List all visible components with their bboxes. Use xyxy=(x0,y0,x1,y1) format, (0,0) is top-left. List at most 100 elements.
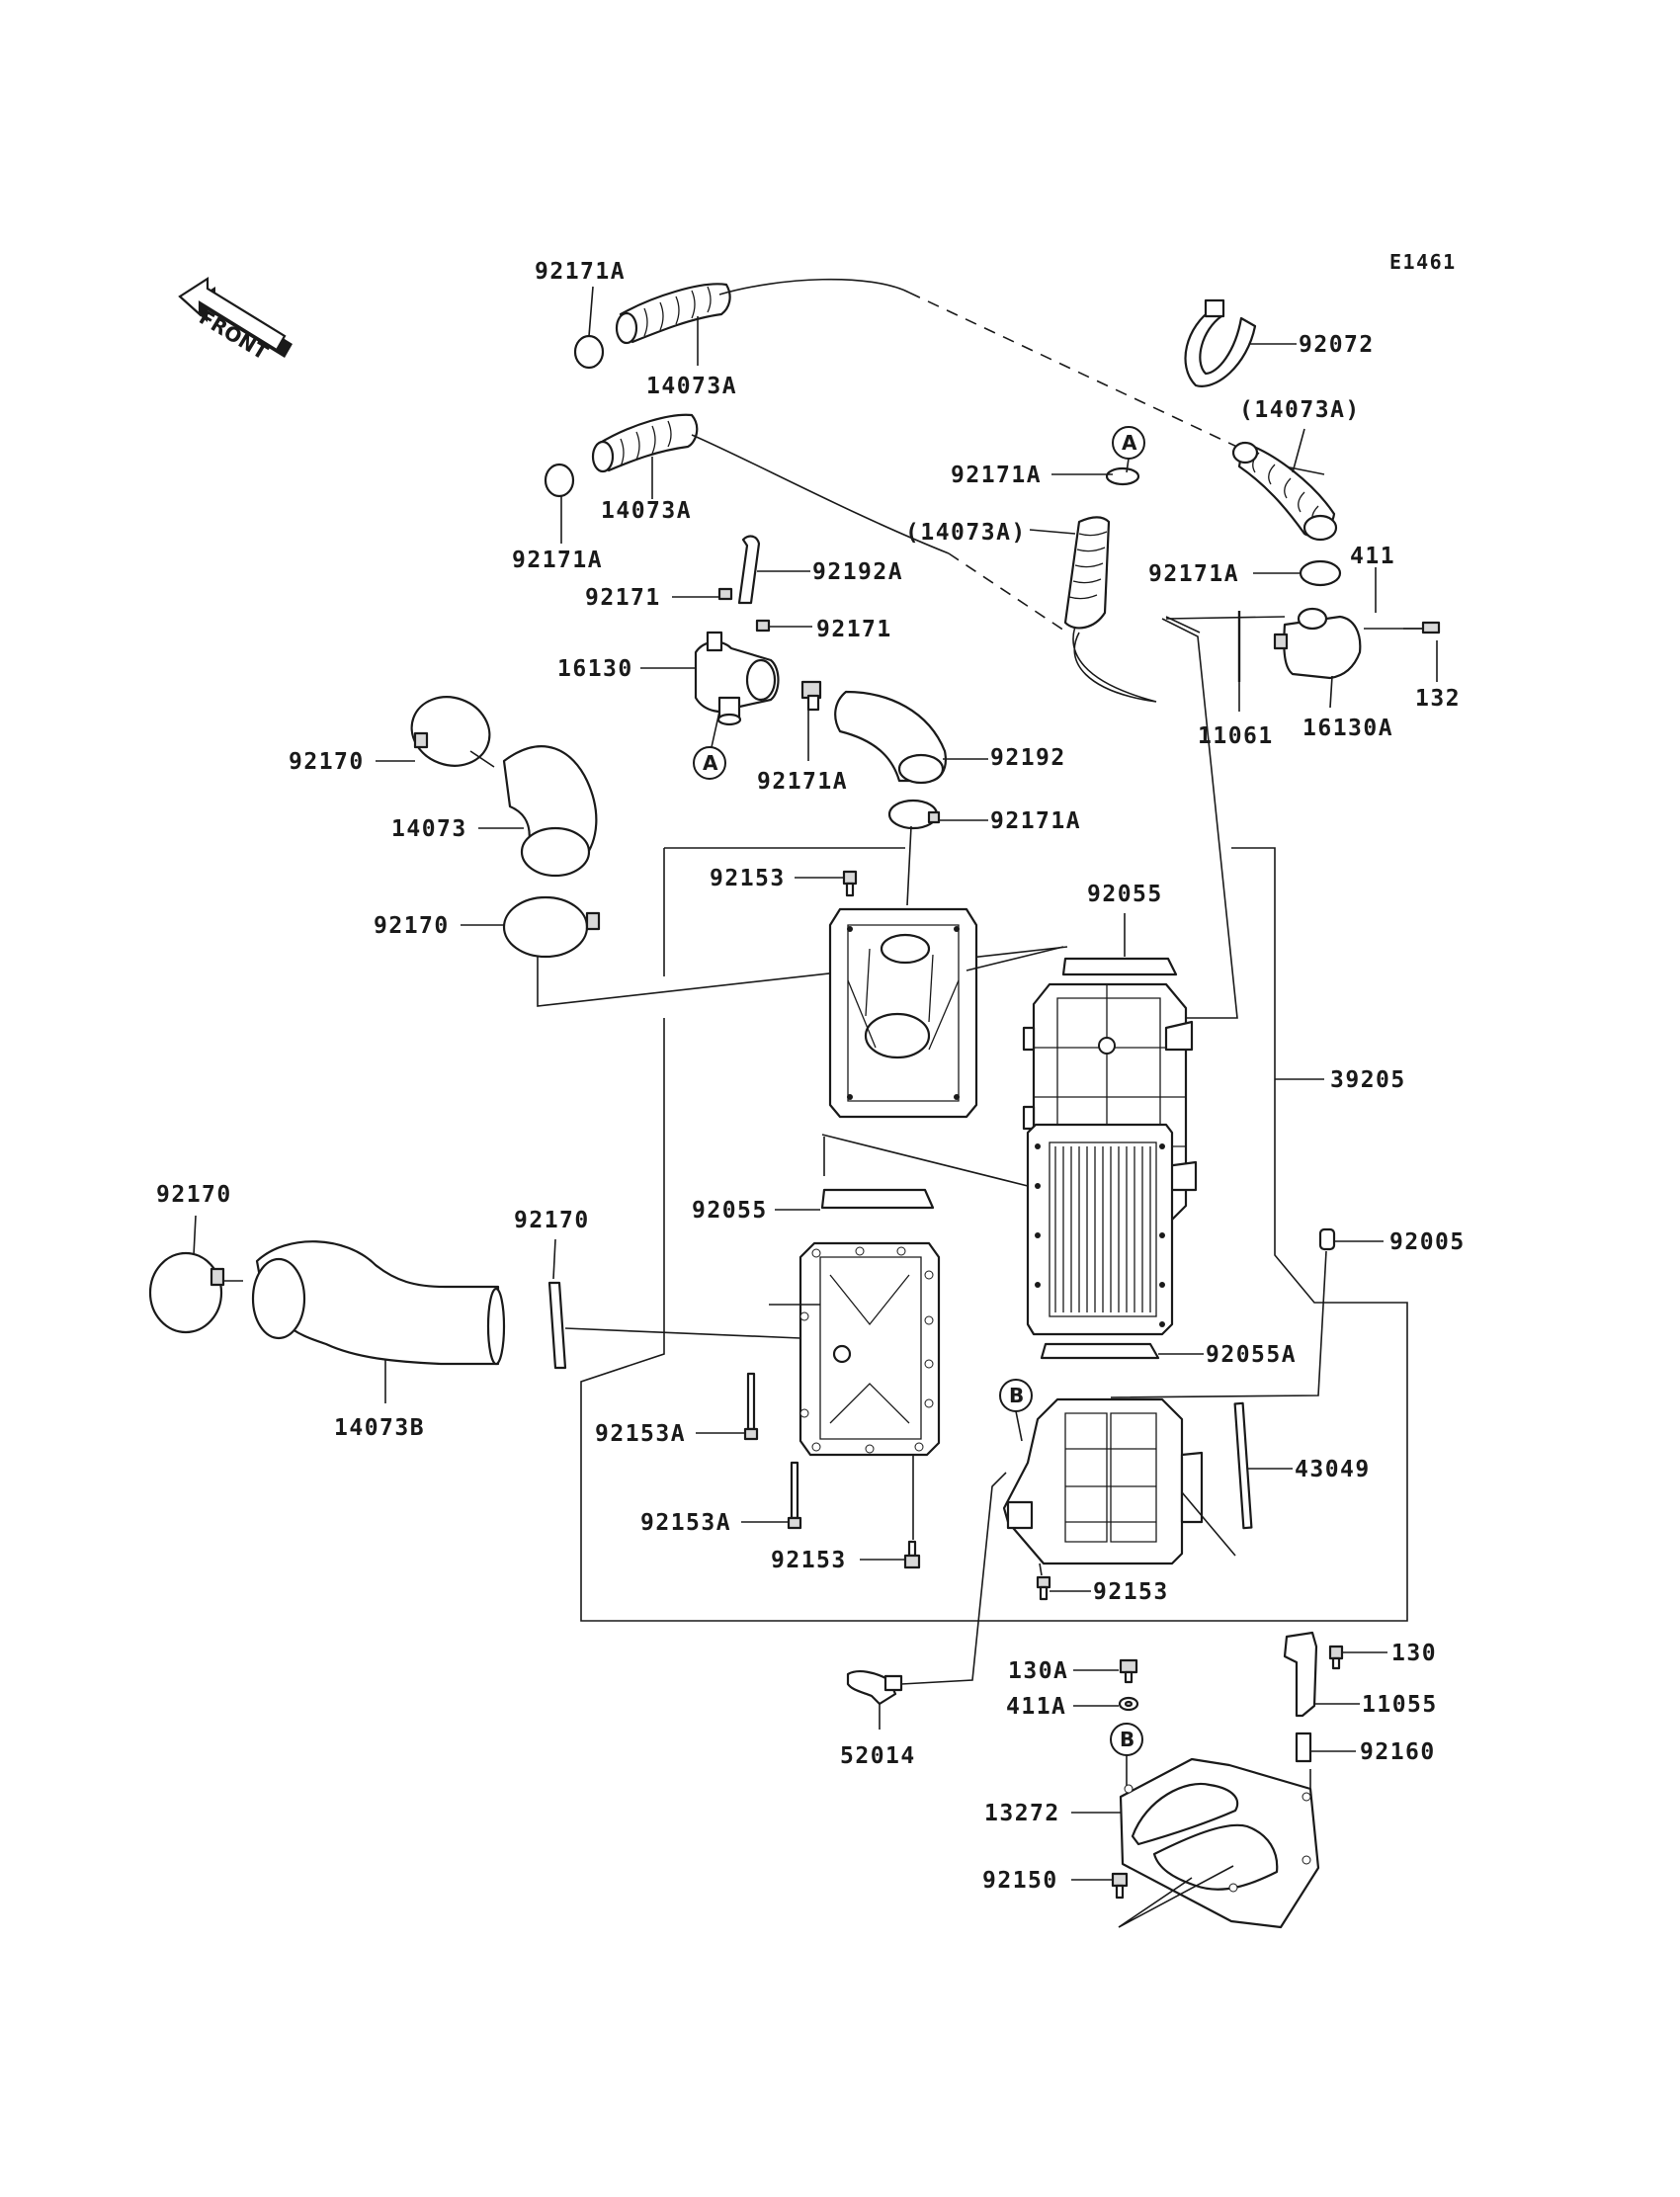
label-11061: 11061 xyxy=(1198,723,1274,749)
bolt-130a xyxy=(1119,1658,1138,1684)
label-92171: 92171 xyxy=(585,585,661,611)
elbow-14073 xyxy=(502,745,598,878)
label-92170: 92170 xyxy=(289,749,365,775)
label-130a: 130A xyxy=(1008,1658,1068,1684)
svg-text:A: A xyxy=(1122,431,1137,455)
label-92192: 92192 xyxy=(990,745,1066,771)
marker-b-upper: B xyxy=(999,1379,1033,1412)
hose-14073a-middle xyxy=(1063,466,1157,703)
label-92160: 92160 xyxy=(1360,1739,1436,1765)
label-14073: 14073 xyxy=(391,816,467,842)
clamp-92171-lower xyxy=(755,619,771,633)
bolt-92153-top xyxy=(842,870,858,897)
gasket-92055a xyxy=(1040,1342,1160,1360)
label-13272: 13272 xyxy=(984,1801,1060,1826)
label-92171a: 92171A xyxy=(757,769,848,795)
label-92150: 92150 xyxy=(982,1868,1058,1894)
gasket-92170-flat xyxy=(547,1281,567,1370)
bolt-92153a-2 xyxy=(787,1461,802,1530)
label-52014: 52014 xyxy=(840,1743,916,1769)
cover-plate-13272 xyxy=(1119,1757,1320,1929)
front-direction-arrow: FRONT xyxy=(178,276,293,365)
label-92055a: 92055A xyxy=(1206,1342,1297,1368)
label-92153: 92153 xyxy=(1093,1579,1169,1605)
fitting-92005 xyxy=(1318,1227,1336,1251)
label-92055: 92055 xyxy=(692,1198,768,1224)
label-39205: 39205 xyxy=(1330,1067,1406,1093)
label-14073a: 14073A xyxy=(601,498,692,524)
bolt-92150 xyxy=(1111,1872,1129,1900)
label-11055: 11055 xyxy=(1362,1692,1438,1718)
intercooler-top-cover xyxy=(828,907,978,1119)
elbow-14073b xyxy=(251,1240,506,1366)
label-92072: 92072 xyxy=(1299,332,1375,358)
label-16130a: 16130A xyxy=(1302,716,1393,741)
svg-text:A: A xyxy=(703,751,718,775)
clamp-92170-a xyxy=(410,696,491,767)
clamp-92170-b xyxy=(502,895,601,959)
clamp-92171a-valve xyxy=(800,680,822,712)
intercooler-bottom-cover xyxy=(798,1241,941,1457)
manifold-lower xyxy=(1002,1397,1204,1565)
label-92153a: 92153A xyxy=(595,1421,686,1447)
marker-a-lower: A xyxy=(693,746,726,780)
label-92170: 92170 xyxy=(514,1208,590,1233)
label-16130: 16130 xyxy=(557,656,633,682)
diagram-code: E1461 xyxy=(1389,250,1457,274)
label-92192a: 92192A xyxy=(812,559,903,585)
label-14073a-paren: (14073A) xyxy=(1239,397,1361,423)
label-92171a: 92171A xyxy=(951,463,1042,488)
label-92171a: 92171A xyxy=(1148,561,1239,587)
rod-43049 xyxy=(1233,1401,1253,1530)
label-92171: 92171 xyxy=(816,617,892,642)
label-92171a: 92171A xyxy=(535,259,626,285)
label-92153: 92153 xyxy=(710,866,786,891)
label-92171a: 92171A xyxy=(990,808,1081,834)
hose-14073a-lower xyxy=(544,413,1068,634)
part-labels: 92171A 14073A 92072 (14073A) 92171A 1407… xyxy=(156,259,1466,1894)
label-132: 132 xyxy=(1415,686,1461,712)
label-411a: 411A xyxy=(1006,1694,1066,1720)
washer-411a xyxy=(1118,1696,1139,1712)
hose-92192a xyxy=(737,535,761,605)
label-14073b: 14073B xyxy=(334,1415,425,1441)
spacer-92160 xyxy=(1295,1732,1312,1763)
svg-text:B: B xyxy=(1009,1384,1024,1407)
bolt-130 xyxy=(1328,1645,1344,1670)
bolt-92153-mid xyxy=(903,1540,921,1569)
gasket-92055-lower xyxy=(820,1188,935,1210)
bolt-92153-bottom xyxy=(1036,1575,1051,1601)
valve-16130 xyxy=(694,631,780,726)
label-92153: 92153 xyxy=(771,1548,847,1573)
label-14073a-paren: (14073A) xyxy=(905,520,1027,546)
intercooler-body-39205 xyxy=(1022,982,1198,1336)
label-92171a: 92171A xyxy=(512,548,603,573)
label-130: 130 xyxy=(1391,1641,1437,1666)
sensor-52014 xyxy=(846,1670,903,1706)
clamp-92170-left xyxy=(148,1251,225,1334)
hose-14073a-right xyxy=(1231,441,1342,587)
strap-92072 xyxy=(1184,298,1257,387)
label-92170: 92170 xyxy=(156,1182,232,1208)
label-92153a: 92153A xyxy=(640,1510,731,1536)
bolt-92153a-1 xyxy=(743,1372,759,1441)
marker-b-lower: B xyxy=(1110,1723,1143,1756)
label-411: 411 xyxy=(1350,544,1395,569)
label-14073a: 14073A xyxy=(646,374,737,399)
label-92170: 92170 xyxy=(374,913,450,939)
label-92005: 92005 xyxy=(1389,1229,1466,1255)
svg-text:B: B xyxy=(1120,1728,1134,1751)
hose-92192 xyxy=(834,690,947,785)
label-43049: 43049 xyxy=(1295,1457,1371,1482)
gasket-92055-upper xyxy=(1061,957,1178,976)
clamp-92171-upper xyxy=(717,587,733,601)
marker-a-top: A xyxy=(1112,426,1145,460)
housing-16130a xyxy=(1273,607,1362,680)
label-92055: 92055 xyxy=(1087,882,1163,907)
bolt-132 xyxy=(1403,621,1441,634)
clamp-92171a-elbow xyxy=(887,799,941,830)
hose-14073a-upper xyxy=(573,278,1325,475)
bracket-11055 xyxy=(1283,1631,1318,1718)
